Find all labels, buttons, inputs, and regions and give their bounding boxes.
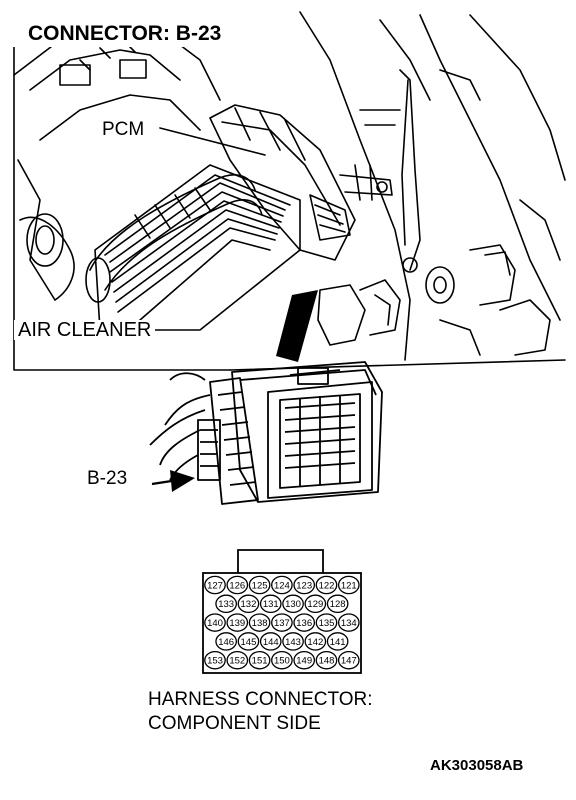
- air-cleaner-label: AIR CLEANER: [14, 320, 156, 340]
- harness-connector-label: HARNESS CONNECTOR:: [148, 689, 373, 710]
- pin-number: 151: [252, 656, 268, 667]
- pin-number: 152: [229, 656, 245, 667]
- pin-number: 150: [274, 656, 290, 667]
- connector-pin: 144: [259, 632, 282, 651]
- pin-number: 145: [241, 637, 257, 648]
- pin-number: 134: [341, 618, 357, 629]
- connector-pin: 134: [337, 613, 360, 632]
- connector-pin: 152: [226, 650, 249, 670]
- pin-number: 132: [241, 599, 257, 610]
- connector-pin: 145: [237, 632, 260, 651]
- pin-number: 153: [207, 656, 223, 667]
- pin-number: 141: [330, 637, 346, 648]
- reference-code: AK303058AB: [430, 757, 524, 774]
- connector-pin: 126: [226, 575, 249, 595]
- connector-pin-layer: 127 126 125 124 123 122 121 133 132 131 130 129 128 1…: [204, 575, 360, 670]
- pin-number: 124: [274, 580, 290, 591]
- connector-pin: 125: [248, 575, 271, 595]
- connector-pin: 150: [271, 650, 293, 670]
- connector-pin: 141: [326, 632, 349, 651]
- connector-pin: 124: [271, 575, 293, 595]
- pin-number: 137: [274, 618, 290, 629]
- connector-pin: 147: [337, 650, 360, 670]
- connector-pin: 140: [204, 613, 226, 632]
- connector-pin: 146: [215, 632, 237, 651]
- pin-number: 147: [341, 656, 357, 667]
- pin-number: 125: [252, 580, 268, 591]
- pin-number: 143: [285, 637, 301, 648]
- pin-number: 144: [263, 637, 279, 648]
- pin-number: 122: [319, 580, 335, 591]
- connector-pin: 123: [293, 575, 316, 595]
- connector-pin: 135: [315, 613, 338, 632]
- connector-id-label: B-23: [85, 468, 130, 489]
- connector-pin: 132: [237, 594, 260, 614]
- connector-pin: 133: [215, 594, 237, 614]
- connector-pin: 151: [248, 650, 271, 670]
- connector-pin: 149: [293, 650, 316, 670]
- pin-number: 123: [296, 580, 312, 591]
- connector-pin: 122: [315, 575, 338, 595]
- pin-number: 139: [229, 618, 245, 629]
- connector-pin: 142: [304, 632, 327, 651]
- connector-pin: 138: [248, 613, 271, 632]
- pin-number: 138: [252, 618, 268, 629]
- pin-number: 133: [218, 599, 234, 610]
- pin-number: 131: [263, 599, 279, 610]
- connector-pin: 128: [326, 594, 349, 614]
- pin-number: 126: [229, 580, 245, 591]
- connector-pin: 121: [337, 575, 360, 595]
- connector-pin: 148: [315, 650, 338, 670]
- pin-number: 140: [207, 618, 223, 629]
- connector-pin: 127: [204, 575, 226, 595]
- pin-number: 146: [218, 637, 234, 648]
- pin-number: 129: [307, 599, 323, 610]
- connector-pin: 143: [282, 632, 304, 651]
- pin-number: 127: [207, 580, 223, 591]
- pin-number: 128: [330, 599, 346, 610]
- component-side-label: COMPONENT SIDE: [148, 713, 321, 734]
- connector-pin: 136: [293, 613, 316, 632]
- connector-pin: 131: [259, 594, 282, 614]
- connector-pin: 129: [304, 594, 327, 614]
- connector-pin: 130: [282, 594, 304, 614]
- pin-number: 148: [319, 656, 335, 667]
- connector-pin: 137: [271, 613, 293, 632]
- pin-number: 136: [296, 618, 312, 629]
- connector-title: CONNECTOR: B-23: [8, 20, 230, 47]
- connector-pin: 153: [204, 650, 226, 670]
- pin-number: 130: [285, 599, 301, 610]
- pcm-label: PCM: [100, 119, 147, 140]
- connector-pin: 139: [226, 613, 249, 632]
- pin-number: 121: [341, 580, 357, 591]
- pin-number: 149: [296, 656, 312, 667]
- pin-number: 135: [319, 618, 335, 629]
- pin-number: 142: [307, 637, 323, 648]
